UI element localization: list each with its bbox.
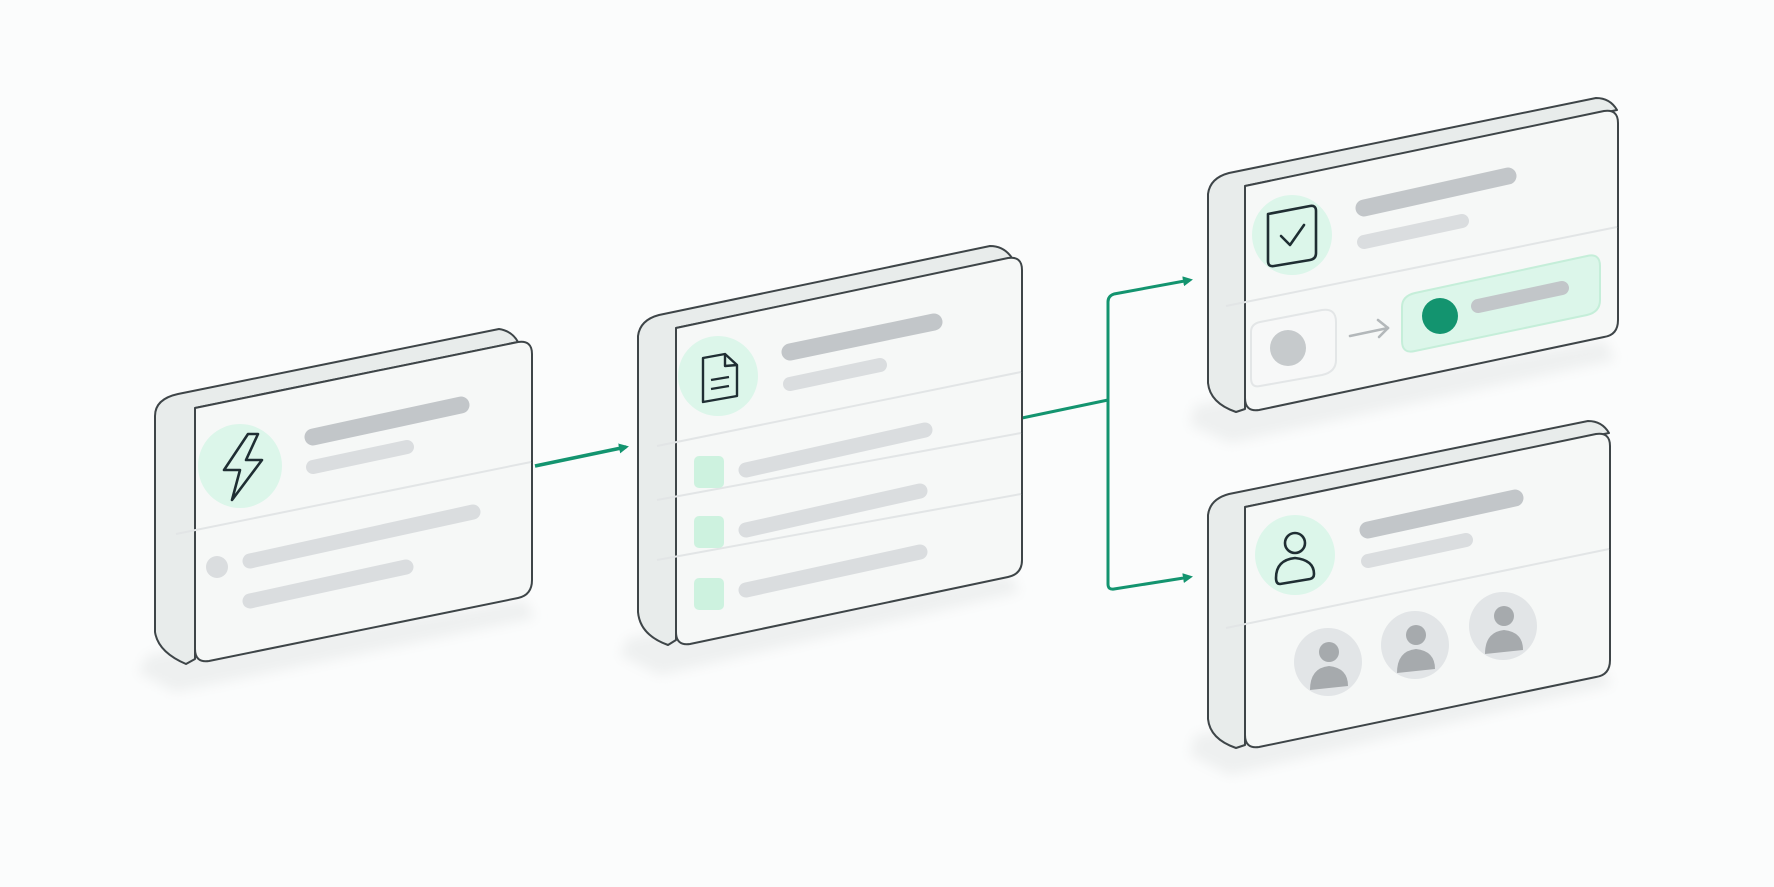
row-checkbox-tile[interactable] (694, 578, 724, 610)
title-placeholder (304, 396, 470, 446)
connector-trigger-to-document (534, 443, 629, 468)
title-placeholder (1359, 489, 1524, 539)
title-placeholder (781, 313, 943, 361)
card-divider (656, 371, 1022, 447)
card-side (154, 328, 519, 665)
connectors (534, 276, 1193, 591)
user-icon (1274, 531, 1316, 586)
card-side (1207, 97, 1618, 413)
card-divider (1225, 226, 1618, 307)
icon-badge (198, 424, 282, 508)
card-shadow (138, 600, 535, 692)
title-placeholder (1355, 167, 1517, 217)
card-shadow (1190, 340, 1615, 443)
card-divider (175, 461, 532, 535)
avatar-head (1494, 606, 1514, 626)
subtitle-placeholder (306, 440, 414, 474)
list-item-placeholder (738, 483, 928, 538)
avatar[interactable] (1294, 628, 1362, 696)
arrow-right-icon (1348, 318, 1390, 339)
card-approval[interactable] (1190, 97, 1619, 443)
avatar-head (1319, 642, 1339, 662)
card-shadow (620, 575, 1020, 675)
document-icon (701, 352, 739, 404)
icon-badge (1255, 515, 1335, 595)
card-face (1244, 109, 1619, 412)
icon-badge (1252, 195, 1332, 275)
card-face (194, 340, 533, 663)
avatar-body (1310, 666, 1348, 690)
status-label-placeholder (1471, 281, 1569, 313)
card-side (1207, 420, 1610, 749)
avatar-head (1406, 625, 1426, 645)
list-item-placeholder (738, 422, 933, 478)
card-divider (1225, 548, 1610, 629)
avatar-body (1397, 649, 1435, 673)
connector-document-to-approval (1021, 276, 1193, 420)
card-document[interactable] (620, 245, 1023, 675)
status-active-dot (1422, 298, 1458, 334)
list-bullet (206, 556, 228, 578)
row-checkbox-tile[interactable] (694, 516, 724, 548)
list-item-placeholder (242, 504, 481, 569)
status-inactive-dot (1270, 330, 1306, 366)
lightning-bolt-icon (222, 432, 264, 502)
subtitle-placeholder (1361, 533, 1473, 568)
icon-badge (678, 336, 758, 416)
subtitle-placeholder (783, 358, 887, 391)
card-trigger[interactable] (138, 328, 535, 692)
card-users[interactable] (1190, 420, 1612, 775)
row-divider (656, 493, 1022, 561)
checkbox-check-icon (1266, 204, 1318, 268)
avatar[interactable] (1469, 592, 1537, 660)
avatar[interactable] (1381, 611, 1449, 679)
connector-document-to-users (1106, 400, 1193, 591)
subtitle-placeholder (1357, 214, 1469, 249)
list-item-placeholder (738, 544, 928, 598)
list-item-placeholder (242, 559, 414, 609)
row-checkbox-tile[interactable] (694, 456, 724, 488)
avatar-body (1485, 630, 1523, 654)
row-divider (656, 432, 1022, 501)
